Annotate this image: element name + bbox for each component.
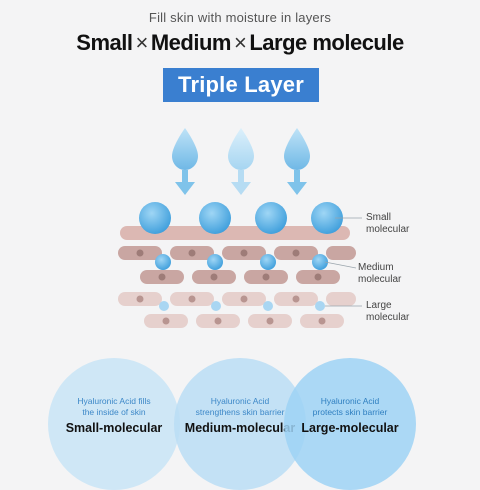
headline-medium: Medium — [150, 30, 232, 55]
headline: Small×Medium×Large molecule — [0, 30, 480, 56]
large-molecule-row — [159, 301, 325, 311]
circle-name: Medium-molecular — [184, 421, 296, 435]
layer-label-line: Large — [366, 300, 392, 311]
medium-molecule-row — [155, 254, 328, 270]
headline-small: Small — [76, 30, 133, 55]
layer-label-line: molecular — [358, 274, 402, 285]
leader-line — [324, 261, 357, 269]
subtitle: Fill skin with moisture in layers — [148, 10, 332, 25]
layer-label-small: Small molecular — [366, 212, 409, 236]
circle-desc-line: the inside of skin — [82, 407, 146, 417]
circle-name: Large-molecular — [301, 421, 399, 435]
circle-description: Hyaluronic Acid strengthens skin barrier — [174, 396, 306, 418]
headline-large: Large molecule — [249, 30, 404, 55]
triple-layer-badge: Triple Layer — [163, 68, 319, 102]
water-drop-arrow-icon — [172, 128, 198, 195]
circle-desc-line: Hyaluronic Acid — [210, 396, 270, 406]
cell-row-5 — [144, 314, 344, 328]
layer-label-line: molecular — [366, 224, 410, 235]
circle-desc-line: Hyaluronic Acid fills — [77, 396, 151, 406]
cell-row-3 — [140, 270, 340, 284]
circle-description: Hyaluronic Acid fills the inside of skin — [48, 396, 180, 418]
circle-desc-line: Hyaluronic Acid — [320, 396, 380, 406]
circle-name: Small-molecular — [65, 421, 163, 435]
small-molecule-row — [139, 202, 343, 234]
cell-row-4 — [118, 292, 356, 306]
circle-desc-line: strengthens skin barrier — [195, 407, 285, 417]
top-skin-band — [120, 226, 350, 240]
skin-layer-illustration — [118, 128, 362, 328]
layer-label-line: Medium — [358, 262, 394, 273]
cell-row-2 — [118, 246, 356, 260]
small-molecular-circle: Hyaluronic Acid fills the inside of skin… — [48, 358, 180, 490]
circle-desc-line: protects skin barrier — [312, 407, 388, 417]
circle-description: Hyaluronic Acid protects skin barrier — [284, 396, 416, 418]
layer-label-line: Small — [366, 212, 392, 223]
water-drop-arrow-icon — [228, 128, 254, 195]
times-symbol: × — [233, 30, 247, 55]
large-molecular-circle: Hyaluronic Acid protects skin barrier La… — [284, 358, 416, 490]
layer-label-line: molecular — [366, 312, 410, 323]
times-symbol: × — [135, 30, 148, 55]
layer-label-medium: Medium molecular — [358, 262, 401, 286]
water-drop-arrow-icon — [284, 128, 310, 195]
layer-label-large: Large molecular — [366, 300, 409, 324]
